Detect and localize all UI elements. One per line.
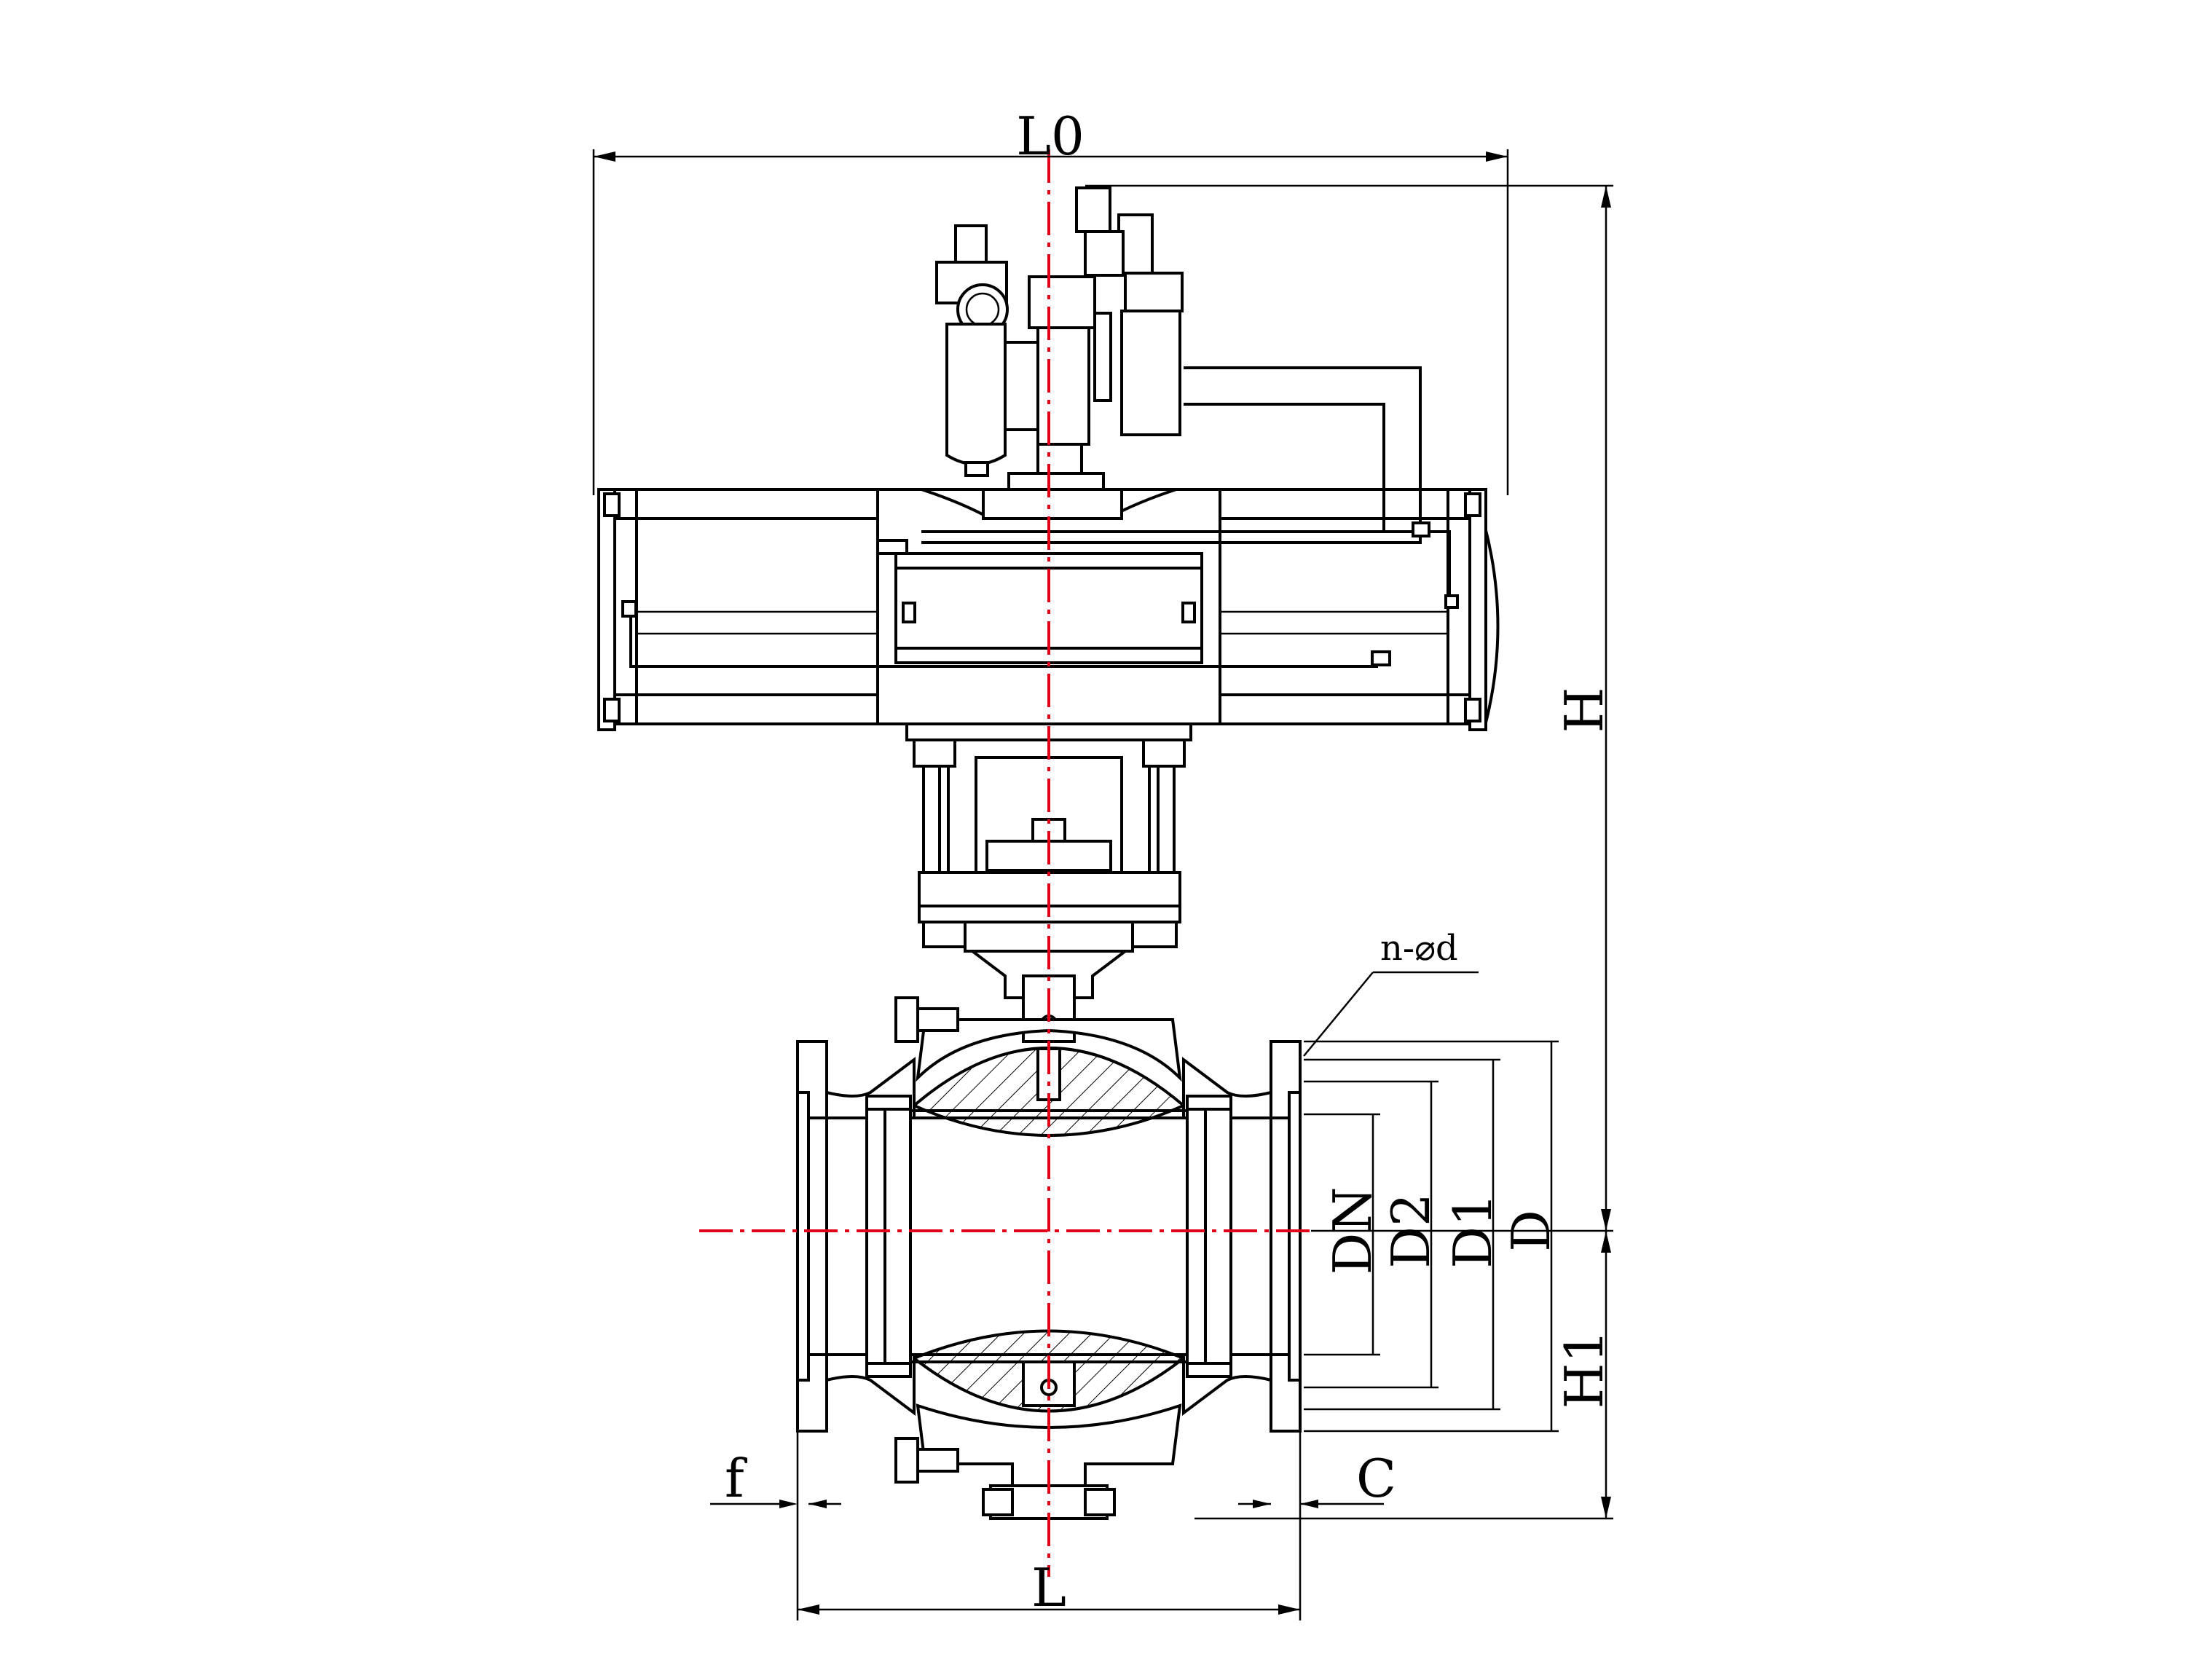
solenoid-valve — [1075, 186, 1184, 436]
dimension-l: L — [796, 1431, 1302, 1620]
pneumatic-actuator — [597, 366, 1500, 731]
label-l0: L0 — [1016, 106, 1085, 167]
dimension-bolt-holes: n-⌀d — [1303, 928, 1479, 1057]
label-bolt-holes: n-⌀d — [1380, 928, 1458, 969]
dimension-diameters: DN D2 D1 D — [1304, 1040, 1562, 1433]
label-dn: DN — [1322, 1187, 1383, 1275]
label-d2: D2 — [1380, 1193, 1441, 1269]
limit-switch-box — [982, 275, 1123, 520]
label-d: D — [1500, 1210, 1562, 1252]
label-h1: H1 — [1554, 1330, 1615, 1409]
label-c: C — [1356, 1448, 1396, 1509]
dimension-f: f — [710, 1448, 841, 1509]
label-f: f — [725, 1448, 747, 1509]
air-filter-regulator — [935, 224, 1043, 477]
label-d1: D1 — [1442, 1193, 1503, 1269]
dimension-l0: L0 — [592, 106, 1509, 495]
label-l: L — [1031, 1557, 1066, 1618]
label-h: H — [1554, 688, 1615, 733]
dimension-c: C — [1238, 1448, 1396, 1509]
dimension-h: H H1 — [1085, 184, 1615, 1520]
